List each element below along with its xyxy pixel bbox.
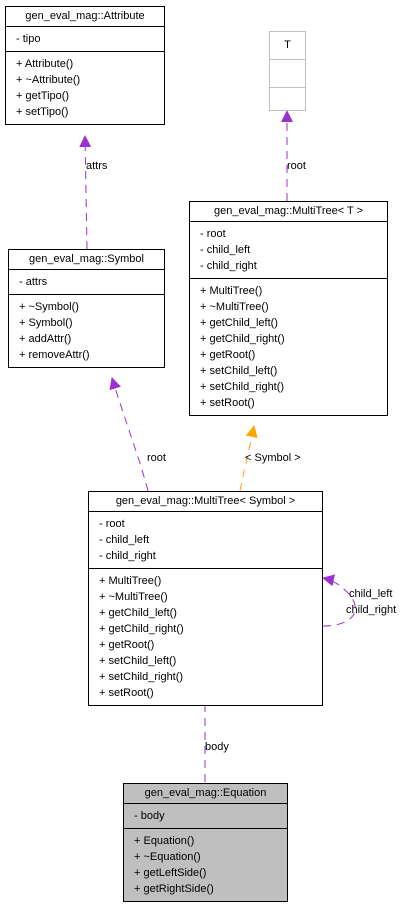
class-multitree-t: gen_eval_mag::MultiTree< T > - root - ch…	[189, 201, 388, 416]
attribute-row: - tipo	[16, 33, 41, 45]
edge-label-child-right: child_right	[346, 604, 397, 616]
edge-root-symbol	[109, 377, 149, 492]
class-symbol-attributes: - attrs	[9, 270, 164, 294]
method-row: + ~Symbol()	[19, 301, 79, 313]
class-attribute-attributes: - tipo	[6, 27, 164, 51]
edge-label-root-symbol: root	[147, 452, 166, 464]
method-row: + setRoot()	[99, 687, 154, 699]
template-param-title: T	[270, 32, 305, 60]
method-row: + addAttr()	[19, 333, 72, 345]
method-row: + setChild_left()	[200, 365, 278, 377]
edge-label-body: body	[205, 741, 229, 753]
method-row: + Attribute()	[16, 58, 74, 70]
method-row: + Equation()	[134, 835, 195, 847]
attribute-row: - child_left	[200, 244, 251, 256]
edge-label-child-left: child_left	[349, 588, 393, 600]
method-row: + Symbol()	[19, 317, 73, 329]
method-row: + getLeftSide()	[134, 867, 207, 879]
edge-attrs	[79, 135, 92, 250]
method-row: + setChild_right()	[200, 381, 285, 393]
class-multitree-symbol-attributes: - root - child_left - child_right	[89, 512, 322, 568]
class-multitree-t-methods: + MultiTree() + ~MultiTree() + getChild_…	[190, 278, 387, 415]
attribute-row: - child_left	[99, 534, 150, 546]
method-row: + MultiTree()	[99, 575, 162, 587]
edge-label-attrs: attrs	[86, 160, 108, 172]
class-equation-methods: + Equation() + ~Equation() + getLeftSide…	[124, 828, 287, 901]
attribute-row: - attrs	[19, 276, 48, 288]
method-row: + MultiTree()	[200, 285, 263, 297]
class-symbol-title: gen_eval_mag::Symbol	[9, 250, 164, 270]
class-multitree-symbol-title: gen_eval_mag::MultiTree< Symbol >	[89, 492, 322, 512]
method-row: + ~MultiTree()	[200, 301, 269, 313]
method-row: + getChild_left()	[99, 607, 177, 619]
edge-template-binding	[239, 425, 258, 492]
template-param-section	[270, 60, 305, 88]
attribute-row: - child_right	[200, 260, 257, 272]
attribute-row: - root	[99, 518, 125, 530]
method-row: + getTipo()	[16, 90, 70, 102]
method-row: + getRoot()	[200, 349, 256, 361]
class-multitree-t-title: gen_eval_mag::MultiTree< T >	[190, 202, 387, 222]
attribute-row: - body	[134, 810, 165, 822]
template-param-t: T	[269, 31, 306, 111]
class-equation-attributes: - body	[124, 804, 287, 828]
method-row: + ~Attribute()	[16, 74, 81, 86]
method-row: + removeAttr()	[19, 349, 90, 361]
method-row: + ~Equation()	[134, 851, 201, 863]
class-multitree-symbol: gen_eval_mag::MultiTree< Symbol > - root…	[88, 491, 323, 706]
attribute-row: - child_right	[99, 550, 156, 562]
method-row: + setRoot()	[200, 397, 255, 409]
method-row: + ~MultiTree()	[99, 591, 168, 603]
class-symbol-methods: + ~Symbol() + Symbol() + addAttr() + rem…	[9, 294, 164, 367]
class-attribute-methods: + Attribute() + ~Attribute() + getTipo()…	[6, 51, 164, 124]
class-multitree-symbol-methods: + MultiTree() + ~MultiTree() + getChild_…	[89, 568, 322, 705]
class-symbol: gen_eval_mag::Symbol - attrs + ~Symbol()…	[8, 249, 165, 368]
class-attribute-title: gen_eval_mag::Attribute	[6, 7, 164, 27]
method-row: + getChild_right()	[200, 333, 285, 345]
method-row: + setTipo()	[16, 106, 69, 118]
edge-label-root-t: root	[287, 160, 306, 172]
template-param-section	[270, 88, 305, 115]
method-row: + getChild_right()	[99, 623, 184, 635]
class-equation: gen_eval_mag::Equation - body + Equation…	[123, 783, 288, 902]
attribute-row: - root	[200, 228, 226, 240]
method-row: + getRoot()	[99, 639, 155, 651]
method-row: + getChild_left()	[200, 317, 278, 329]
method-row: + setChild_left()	[99, 655, 177, 667]
edge-label-template-binding: < Symbol >	[245, 452, 301, 464]
method-row: + setChild_right()	[99, 671, 184, 683]
class-multitree-t-attributes: - root - child_left - child_right	[190, 222, 387, 278]
method-row: + getRightSide()	[134, 883, 214, 895]
edge-self-children	[322, 574, 356, 627]
class-equation-title: gen_eval_mag::Equation	[124, 784, 287, 804]
class-attribute: gen_eval_mag::Attribute - tipo + Attribu…	[5, 6, 165, 125]
